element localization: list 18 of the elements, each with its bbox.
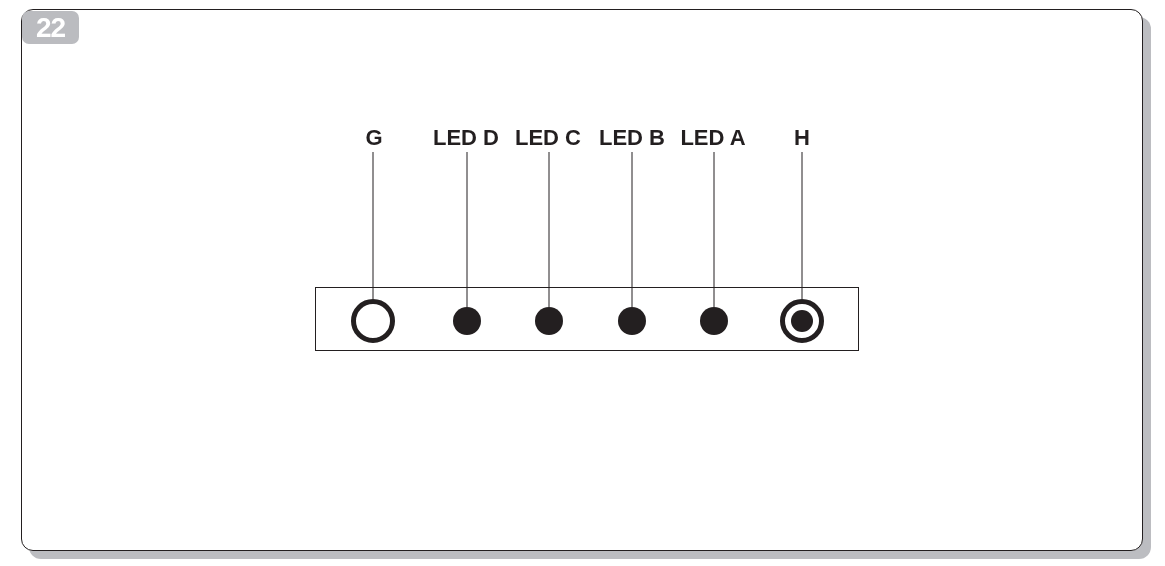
led-dot [700,307,728,335]
callout-label: H [782,124,822,152]
leader-line [713,151,715,308]
leader-line [631,151,633,308]
led-dot [618,307,646,335]
figure-number: 22 [22,11,79,44]
led-dot [453,307,481,335]
leader-line [372,151,374,300]
leader-line [548,151,550,308]
control-panel [315,287,859,351]
callout-label: G [354,124,394,152]
callout-label: LED B [595,124,669,152]
leader-line [466,151,468,308]
callout-label: LED D [429,124,503,152]
callout-label: LED C [511,124,585,152]
leader-line [801,151,803,300]
led-dot [535,307,563,335]
callout-label: LED A [676,124,750,152]
